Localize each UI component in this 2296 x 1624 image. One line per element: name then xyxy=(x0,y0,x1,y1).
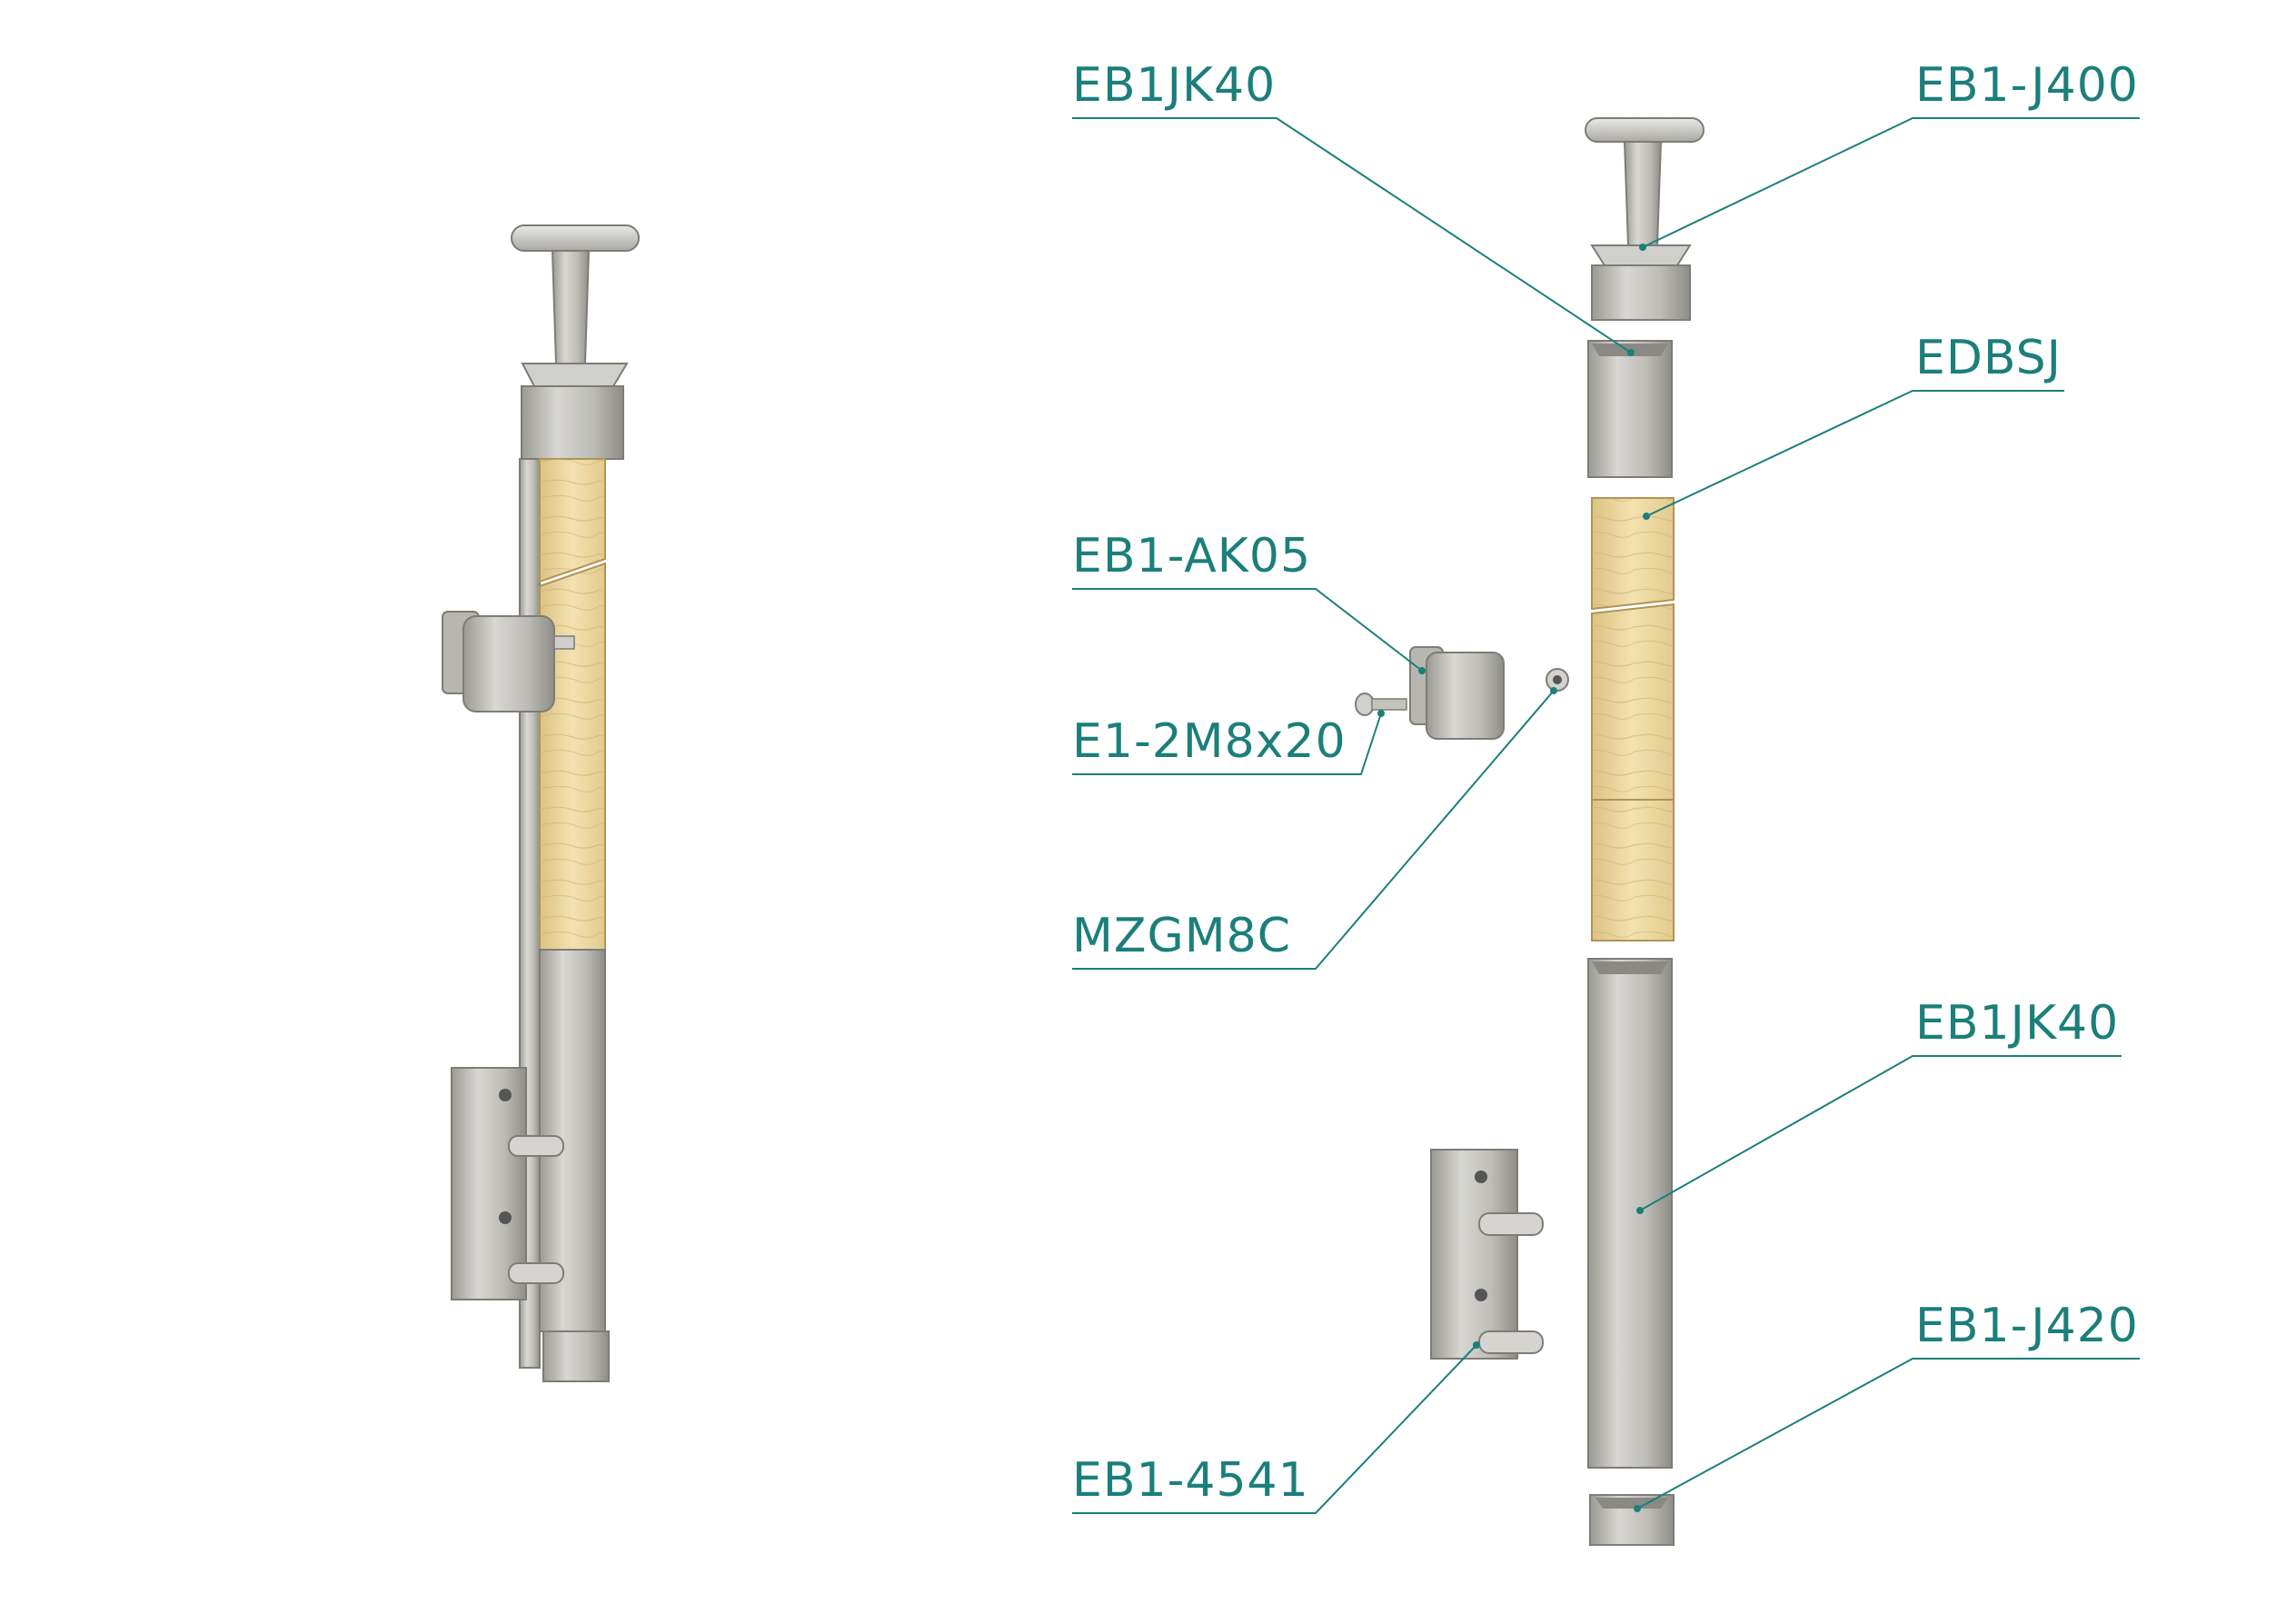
part-e1-2m8x20 xyxy=(1355,692,1407,716)
part-eb1jk40-bottom xyxy=(1587,958,1673,1469)
label-eb1-4541: EB1-4541 xyxy=(1072,1453,1309,1508)
part-mzgm8c xyxy=(1546,668,1569,692)
leader-e1-2m8x20 xyxy=(1072,712,1382,775)
glass-clamp-assembled xyxy=(442,611,575,712)
part-eb1-j400 xyxy=(1585,117,1705,321)
part-eb1-ak05 xyxy=(1409,646,1505,740)
label-e1-2m8x20: E1-2M8x20 xyxy=(1072,714,1347,769)
leader-eb1-j420 xyxy=(1636,1358,2140,1509)
label-eb1-j400: EB1-J400 xyxy=(1915,58,2139,113)
part-eb1-4541 xyxy=(1430,1149,1544,1360)
label-eb1jk40-bottom: EB1JK40 xyxy=(1915,996,2120,1051)
leader-eb1-j400 xyxy=(1642,117,2140,248)
label-eb1-ak05: EB1-AK05 xyxy=(1072,529,1312,583)
leader-eb1-ak05 xyxy=(1072,588,1423,672)
label-eb1-j420: EB1-J420 xyxy=(1915,1299,2139,1353)
part-eb1jk40-top xyxy=(1587,340,1673,478)
part-edbsj xyxy=(1591,497,1675,942)
part-eb1-j420 xyxy=(1589,1494,1675,1546)
leader-lines xyxy=(1072,117,2140,1514)
handrail-saddle-assembled xyxy=(511,224,640,387)
leader-eb1jk40-top xyxy=(1072,117,1632,354)
label-edbsj: EDBSJ xyxy=(1915,331,2062,385)
leader-edbsj xyxy=(1645,390,2064,517)
wood-insert-assembled xyxy=(539,458,606,951)
exploded-view xyxy=(1072,117,2140,1546)
label-mzgm8c: MZGM8C xyxy=(1072,909,1292,963)
label-eb1jk40-top: EB1JK40 xyxy=(1072,58,1277,113)
leader-eb1-4541 xyxy=(1072,1344,1477,1514)
wall-bracket-assembled xyxy=(451,1067,564,1300)
leader-eb1jk40-bottom xyxy=(1639,1055,2122,1211)
leader-mzgm8c xyxy=(1072,690,1555,970)
assembled-post xyxy=(442,224,640,1382)
top-cap-assembled xyxy=(521,385,624,460)
